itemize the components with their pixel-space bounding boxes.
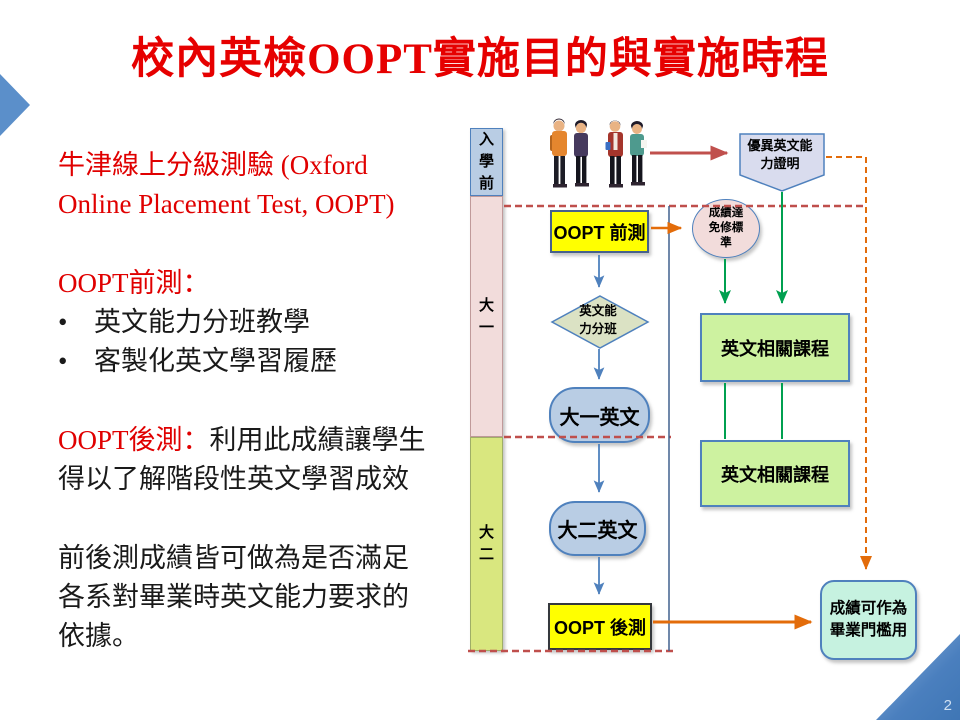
node-label: 英文相關課程 bbox=[721, 338, 829, 359]
bullet-text: 客製化英文學習履歷 bbox=[94, 346, 337, 376]
timeline-segment-sophomore: 大二 bbox=[470, 437, 503, 651]
node-oopt-pretest: OOPT 前測 bbox=[550, 210, 649, 253]
node-label: 成績達免修標準 bbox=[708, 207, 744, 249]
node-sophomore-english: 大二英文 bbox=[549, 501, 646, 556]
posttest-body: 利用此成績讓學生得以了解階段性英文學習成效 bbox=[58, 425, 426, 494]
node-label: OOPT 前測 bbox=[553, 222, 646, 243]
node-label: 大一英文 bbox=[559, 406, 640, 429]
node-graduation-threshold: 成績可作為畢業門檻用 bbox=[820, 580, 917, 660]
timeline-label: 入學前 bbox=[478, 131, 494, 192]
bullet-item: • 英文能力分班教學 bbox=[58, 303, 430, 342]
node-label: OOPT 後測 bbox=[553, 617, 646, 638]
left-text-panel: 牛津線上分級測驗 (Oxford Online Placement Test, … bbox=[58, 146, 430, 656]
node-freshman-english: 大一英文 bbox=[549, 387, 650, 443]
students-illustration-icon bbox=[550, 118, 647, 188]
closing-paragraph: 前後測成績皆可做為是否滿足各系對畢業時英文能力要求的依據。 bbox=[58, 543, 409, 651]
node-label: 成績可作為畢業門檻用 bbox=[829, 599, 908, 639]
bullet-item: • 客製化英文學習履歷 bbox=[58, 342, 430, 381]
page-number: 2 bbox=[943, 697, 952, 714]
posttest-heading: OOPT後測： bbox=[58, 425, 210, 455]
bullet-icon: • bbox=[58, 346, 68, 376]
bullet-text: 英文能力分班教學 bbox=[94, 307, 310, 337]
timeline-segment-freshman: 大一 bbox=[470, 196, 503, 437]
timeline-label: 大一 bbox=[478, 296, 494, 336]
node-certificate-label: 優異英文能力證明 bbox=[747, 138, 813, 171]
node-label: 大二英文 bbox=[557, 520, 638, 542]
intro-paragraph: 牛津線上分級測驗 (Oxford Online Placement Test, … bbox=[58, 150, 395, 219]
pretest-heading: OOPT前測： bbox=[58, 268, 210, 298]
node-english-related-course-2: 英文相關課程 bbox=[700, 440, 850, 507]
node-exemption-criteria: 成績達免修標準 bbox=[692, 199, 760, 258]
timeline-label: 大二 bbox=[478, 524, 494, 563]
slide-title: 校內英檢OOPT實施目的與實施時程 bbox=[131, 36, 829, 83]
node-oopt-posttest: OOPT 後測 bbox=[548, 603, 652, 650]
node-placement-label: 英文能力分班 bbox=[579, 304, 617, 336]
posttest-paragraph: OOPT後測：利用此成績讓學生得以了解階段性英文學習成效 bbox=[58, 421, 430, 499]
node-label: 英文相關課程 bbox=[721, 464, 829, 485]
timeline-segment-pre-university: 入學前 bbox=[470, 128, 503, 196]
bullet-icon: • bbox=[58, 307, 68, 337]
node-english-related-course-1: 英文相關課程 bbox=[700, 313, 850, 382]
